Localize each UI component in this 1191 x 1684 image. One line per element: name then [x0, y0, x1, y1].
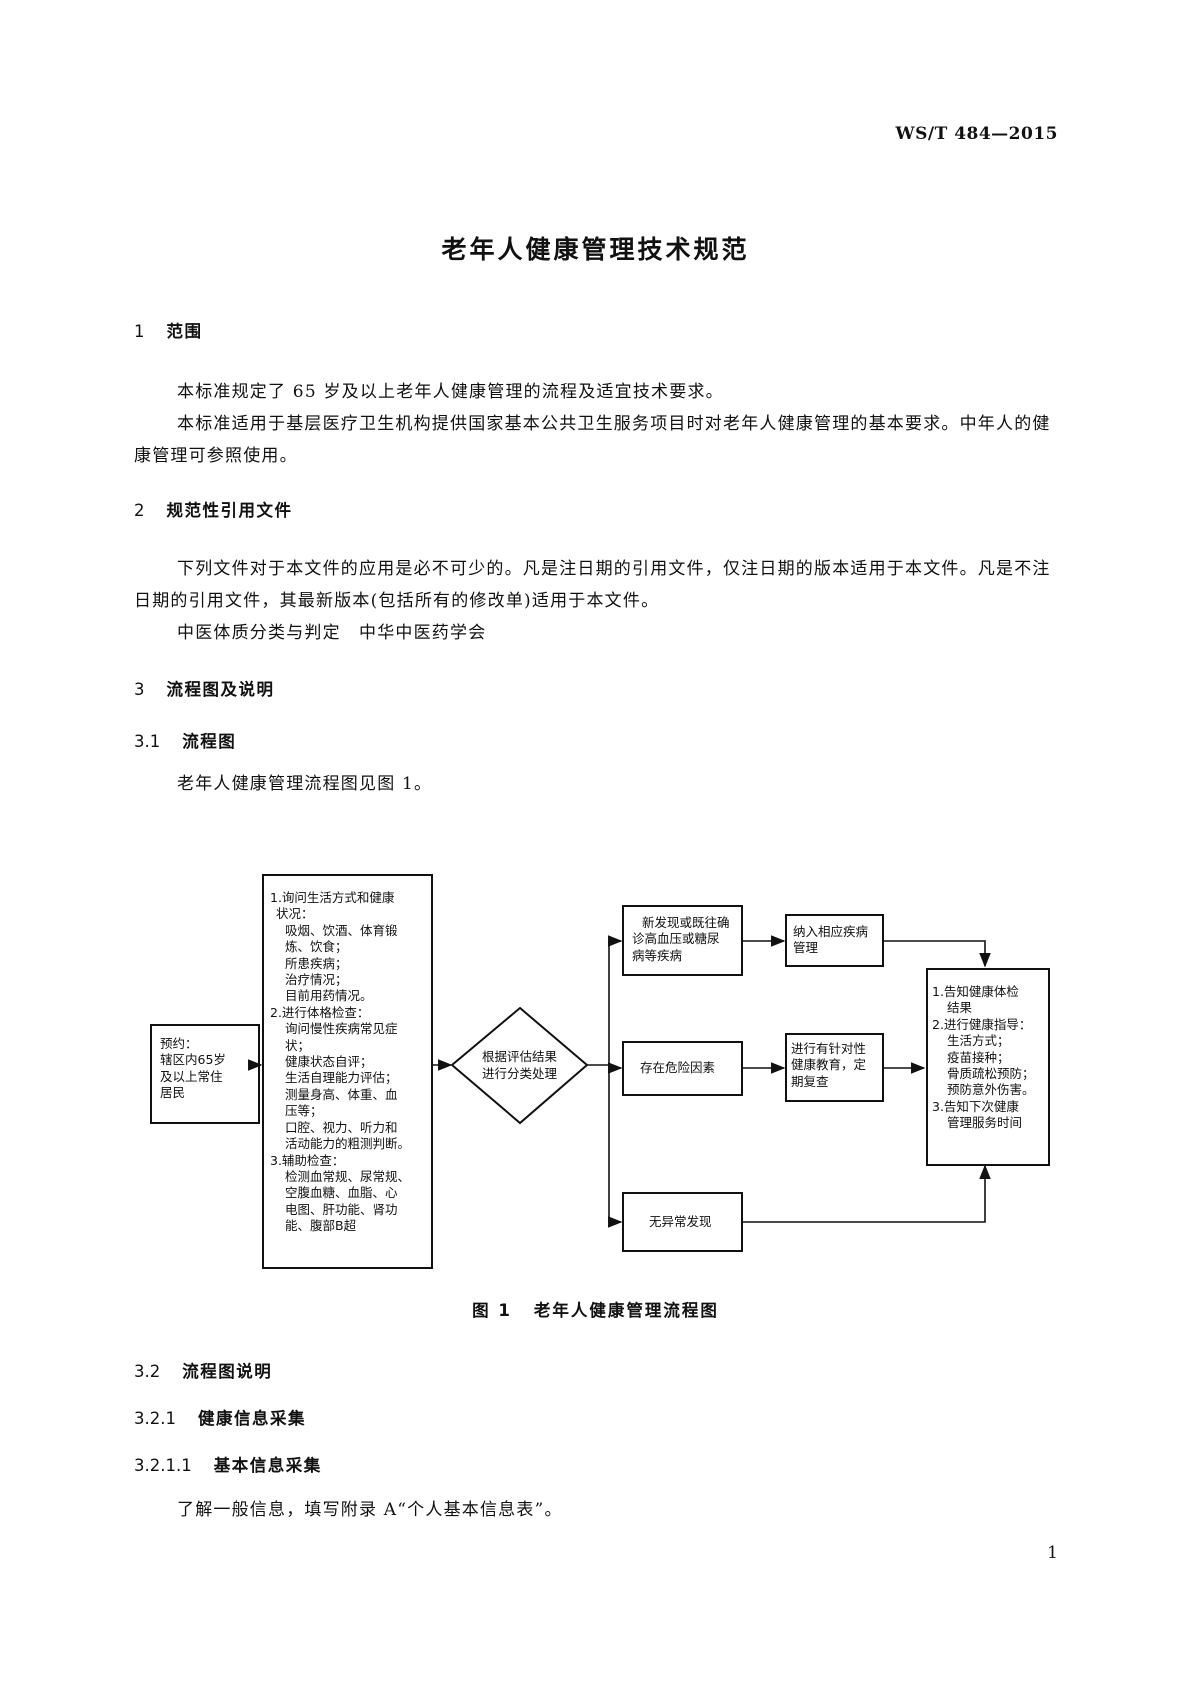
box-line: 进行有针对性	[791, 1041, 867, 1056]
heading-text: 范围	[166, 322, 203, 341]
heading-number: 3.2.1.1	[134, 1456, 192, 1475]
page-number: 1	[1047, 1543, 1058, 1563]
box-branch-normal: 无异常发现	[622, 1192, 743, 1252]
heading-text: 健康信息采集	[197, 1409, 306, 1428]
heading-number: 3.2	[134, 1362, 161, 1381]
heading-text: 流程图说明	[182, 1362, 273, 1381]
box-health-education: 进行有针对性 健康教育，定 期复查	[785, 1033, 884, 1102]
box-appointment: 预约： 辖区内65岁 及以上常住 居民	[150, 1024, 260, 1124]
paragraph-basic-info: 了解一般信息，填写附录 A“个人基本信息表”。	[177, 1500, 563, 1520]
paragraph-figure-ref: 老年人健康管理流程图见图 1。	[177, 774, 433, 794]
box-health-info-collection: 1.询问生活方式和健康 状况： 吸烟、饮酒、体育锻 炼、饮食； 所患疾病； 治疗…	[262, 874, 433, 1269]
box-line: 压等；	[285, 1103, 323, 1119]
box-line: 病等疾病	[632, 947, 683, 963]
arrow-normal-to-result	[743, 1164, 991, 1223]
box-line: 诊高血压或糖尿	[632, 931, 720, 947]
box-line: 口腔、视力、听力和	[285, 1119, 398, 1135]
box-line: 期复查	[791, 1073, 829, 1089]
heading-number: 1	[134, 322, 145, 341]
decision-label: 根据评估结果 进行分类处理	[452, 1048, 587, 1082]
box-line: 骨质疏松预防；	[947, 1066, 1035, 1082]
box-line: 能、腹部B超	[285, 1218, 357, 1234]
paragraph-scope-2: 本标准适用于基层医疗卫生机构提供国家基本公共卫生服务项目时对老年人健康管理的基本…	[134, 414, 1051, 466]
heading-section-3-2-1: 3.2.1 健康信息采集	[134, 1405, 306, 1429]
standard-number: WS/T 484—2015	[895, 124, 1058, 144]
box-line: 及以上常住	[160, 1068, 223, 1084]
box-line: 1.告知健康体检	[932, 984, 1019, 999]
arrow-manage-to-result	[884, 940, 991, 968]
box-line: 吸烟、饮酒、体育锻	[285, 922, 398, 938]
box-line: 3.告知下次健康	[932, 1098, 1019, 1114]
box-line: 3.辅助检查：	[270, 1152, 345, 1168]
box-line: 生活自理能力评估；	[285, 1070, 398, 1086]
box-line: 疫苗接种；	[947, 1049, 1010, 1065]
heading-number: 2	[134, 501, 145, 520]
box-line: 管理	[793, 940, 819, 956]
box-line: 纳入相应疾病	[793, 924, 869, 939]
box-disease-management: 纳入相应疾病 管理	[785, 914, 884, 967]
box-line: 存在危险因素	[640, 1060, 716, 1075]
heading-text: 流程图及说明	[166, 680, 275, 699]
heading-text: 规范性引用文件	[166, 501, 293, 520]
heading-section-1: 1 范围	[134, 318, 203, 342]
heading-section-2: 2 规范性引用文件	[134, 497, 293, 521]
paragraph-reference-item: 中医体质分类与判定 中华中医药学会	[177, 623, 487, 643]
heading-section-3-1: 3.1 流程图	[134, 728, 236, 752]
box-line: 活动能力的粗测判断。	[285, 1136, 411, 1152]
figure-caption-text: 老年人健康管理流程图	[533, 1301, 719, 1320]
box-result-guidance: 1.告知健康体检 结果 2.进行健康指导： 生活方式； 疫苗接种； 骨质疏松预防…	[926, 968, 1050, 1166]
box-line: 2.进行体格检查：	[270, 1004, 370, 1020]
document-title: 老年人健康管理技术规范	[441, 235, 750, 264]
heading-number: 3	[134, 680, 145, 699]
heading-number: 3.1	[134, 732, 161, 751]
decision-diamond	[450, 1006, 589, 1125]
figure-caption: 图 1 老年人健康管理流程图	[0, 1297, 1191, 1321]
box-line: 无异常发现	[649, 1214, 712, 1229]
box-line: 辖区内65岁	[160, 1052, 226, 1068]
box-line: 预防意外伤害。	[947, 1082, 1035, 1098]
box-line: 生活方式；	[947, 1033, 1010, 1049]
box-line: 状；	[285, 1037, 311, 1053]
box-line: 健康状态自评；	[285, 1054, 373, 1070]
box-line: 健康教育，定	[791, 1057, 867, 1073]
box-line: 管理服务时间	[947, 1115, 1023, 1131]
box-line: 所患疾病；	[285, 955, 348, 971]
paragraph-references: 下列文件对于本文件的应用是必不可少的。凡是注日期的引用文件，仅注日期的版本适用于…	[134, 559, 1051, 611]
box-line: 空腹血糖、血脂、心	[285, 1185, 398, 1201]
box-line: 状况：	[276, 906, 314, 922]
decision-line: 根据评估结果	[481, 1049, 557, 1064]
heading-section-3: 3 流程图及说明	[134, 676, 275, 700]
paragraph-scope-1: 本标准规定了 65 岁及以上老年人健康管理的流程及适宜技术要求。	[177, 382, 724, 402]
decision-line: 进行分类处理	[481, 1066, 557, 1081]
heading-text: 基本信息采集	[213, 1456, 322, 1475]
box-line: 炼、饮食；	[285, 939, 348, 955]
box-line: 测量身高、体重、血	[285, 1086, 398, 1102]
heading-text: 流程图	[182, 732, 237, 751]
box-line: 治疗情况；	[285, 972, 348, 988]
box-line: 目前用药情况。	[285, 988, 373, 1004]
heading-section-3-2: 3.2 流程图说明	[134, 1358, 272, 1382]
figure-label: 图 1	[472, 1301, 512, 1320]
box-line: 1.询问生活方式和健康	[270, 890, 395, 905]
box-line: 预约：	[160, 1036, 198, 1051]
box-line: 居民	[160, 1085, 186, 1101]
heading-number: 3.2.1	[134, 1409, 176, 1428]
box-branch-disease: 新发现或既往确 诊高血压或糖尿 病等疾病	[622, 905, 743, 976]
box-line: 询问慢性疾病常见症	[285, 1021, 398, 1037]
heading-section-3-2-1-1: 3.2.1.1 基本信息采集	[134, 1452, 322, 1476]
box-line: 电图、肝功能、肾功	[285, 1201, 398, 1217]
box-line: 2.进行健康指导：	[932, 1016, 1032, 1032]
box-line: 检测血常规、尿常规、	[285, 1168, 411, 1184]
box-line: 新发现或既往确	[642, 915, 730, 930]
box-branch-risk: 存在危险因素	[622, 1041, 743, 1096]
box-line: 结果	[947, 1000, 973, 1016]
